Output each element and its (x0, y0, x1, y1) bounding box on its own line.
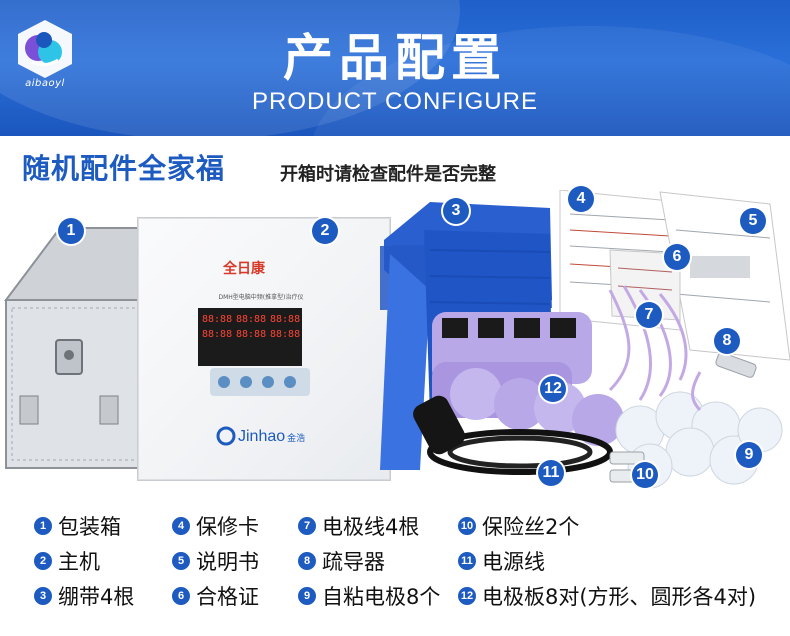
legend-item: 2 主机 (34, 546, 100, 576)
product-brand-cn: 全日康 (223, 261, 265, 277)
marker-6: 6 (664, 244, 690, 270)
legend-number: 3 (34, 587, 52, 605)
legend-number: 6 (172, 587, 190, 605)
marker-5: 5 (740, 208, 766, 234)
section-heading: 随机配件全家福 (22, 152, 226, 185)
fuses-illustration (609, 451, 645, 483)
brand-logo-icon (18, 20, 72, 78)
legend-item: 11 电源线 (458, 546, 545, 576)
legend-label: 保险丝2个 (482, 515, 580, 539)
header-banner: aibaoyl 产品配置 PRODUCT CONFIGURE (0, 0, 790, 136)
marker-10: 10 (632, 462, 658, 488)
main-unit-illustration (137, 217, 391, 481)
legend-number: 10 (458, 517, 476, 535)
section-note: 开箱时请检查配件是否完整 (280, 164, 496, 185)
legend-item: 7 电极线4根 (298, 511, 419, 541)
display-readout: 88:88 (236, 314, 267, 325)
display-readout: 88:88 (270, 329, 301, 340)
page-title: 产品配置 (283, 29, 507, 87)
legend-item: 5 说明书 (172, 546, 259, 576)
legend-item: 8 疏导器 (298, 546, 385, 576)
legend-number: 7 (298, 517, 316, 535)
marker-9: 9 (736, 442, 762, 468)
display-panel: 88:88 88:88 88:88 88:88 88:88 88:88 (202, 314, 300, 340)
legend-item: 4 保修卡 (172, 511, 259, 541)
display-readout: 88:88 (270, 314, 301, 325)
display-readout: 88:88 (202, 329, 233, 340)
legend-number: 2 (34, 552, 52, 570)
logo-text: aibaoyl (25, 78, 65, 89)
legend-number: 9 (298, 587, 316, 605)
panel-caption: DMH型电脑中频(推拿型)治疗仪 (218, 294, 304, 301)
legend-item: 6 合格证 (172, 581, 259, 611)
legend-number: 8 (298, 552, 316, 570)
legend-label: 保修卡 (196, 515, 259, 539)
product-illustration (4, 189, 790, 489)
legend-label: 电源线 (482, 550, 545, 574)
power-cord-illustration (413, 395, 613, 475)
legend-label: 包装箱 (58, 515, 121, 539)
marker-2: 2 (312, 218, 338, 244)
legend-number: 1 (34, 517, 52, 535)
legend-item: 1 包装箱 (34, 511, 121, 541)
legend-number: 11 (458, 552, 476, 570)
accessory-legend: 1 包装箱 4 保修卡 7 电极线4根 10 保险丝2个 2 主机 5 说明书 8 疏导器 1… (0, 508, 790, 636)
legend-label: 电极板8对(方形、圆形各4对) (482, 585, 757, 609)
legend-item: 12 电极板8对(方形、圆形各4对) (458, 581, 756, 611)
legend-item: 9 自粘电极8个 (298, 581, 440, 611)
legend-number: 12 (458, 587, 476, 605)
marker-11: 11 (538, 460, 564, 486)
marker-8: 8 (714, 328, 740, 354)
legend-item: 10 保险丝2个 (458, 511, 579, 541)
marker-1: 1 (58, 218, 84, 244)
product-brand-en-suffix: 金浩 (287, 433, 306, 443)
guide-probe-illustration (691, 352, 757, 412)
legend-label: 电极线4根 (322, 515, 420, 539)
legend-label: 自粘电极8个 (322, 585, 441, 609)
legend-number: 4 (172, 517, 190, 535)
display-readout: 88:88 (202, 314, 233, 325)
round-pads-illustration (450, 368, 624, 446)
product-scene: 1 2 3 4 5 6 7 8 9 10 11 12 全日康 DMH型电脑中频(… (0, 186, 790, 508)
documents-illustration (559, 189, 790, 361)
legend-item: 3 绷带4根 (34, 581, 134, 611)
marker-7: 7 (636, 302, 662, 328)
product-brand-en-text: Jinhao (238, 428, 286, 445)
legend-label: 绷带4根 (58, 585, 135, 609)
legend-label: 主机 (58, 550, 100, 574)
legend-label: 疏导器 (322, 550, 385, 574)
marker-4: 4 (568, 186, 594, 212)
legend-number: 5 (172, 552, 190, 570)
marker-3: 3 (443, 198, 469, 224)
marker-12: 12 (540, 376, 566, 402)
legend-label: 说明书 (196, 550, 259, 574)
page-title-english: PRODUCT CONFIGURE (252, 88, 538, 115)
legend-label: 合格证 (196, 585, 259, 609)
display-readout: 88:88 (236, 329, 267, 340)
